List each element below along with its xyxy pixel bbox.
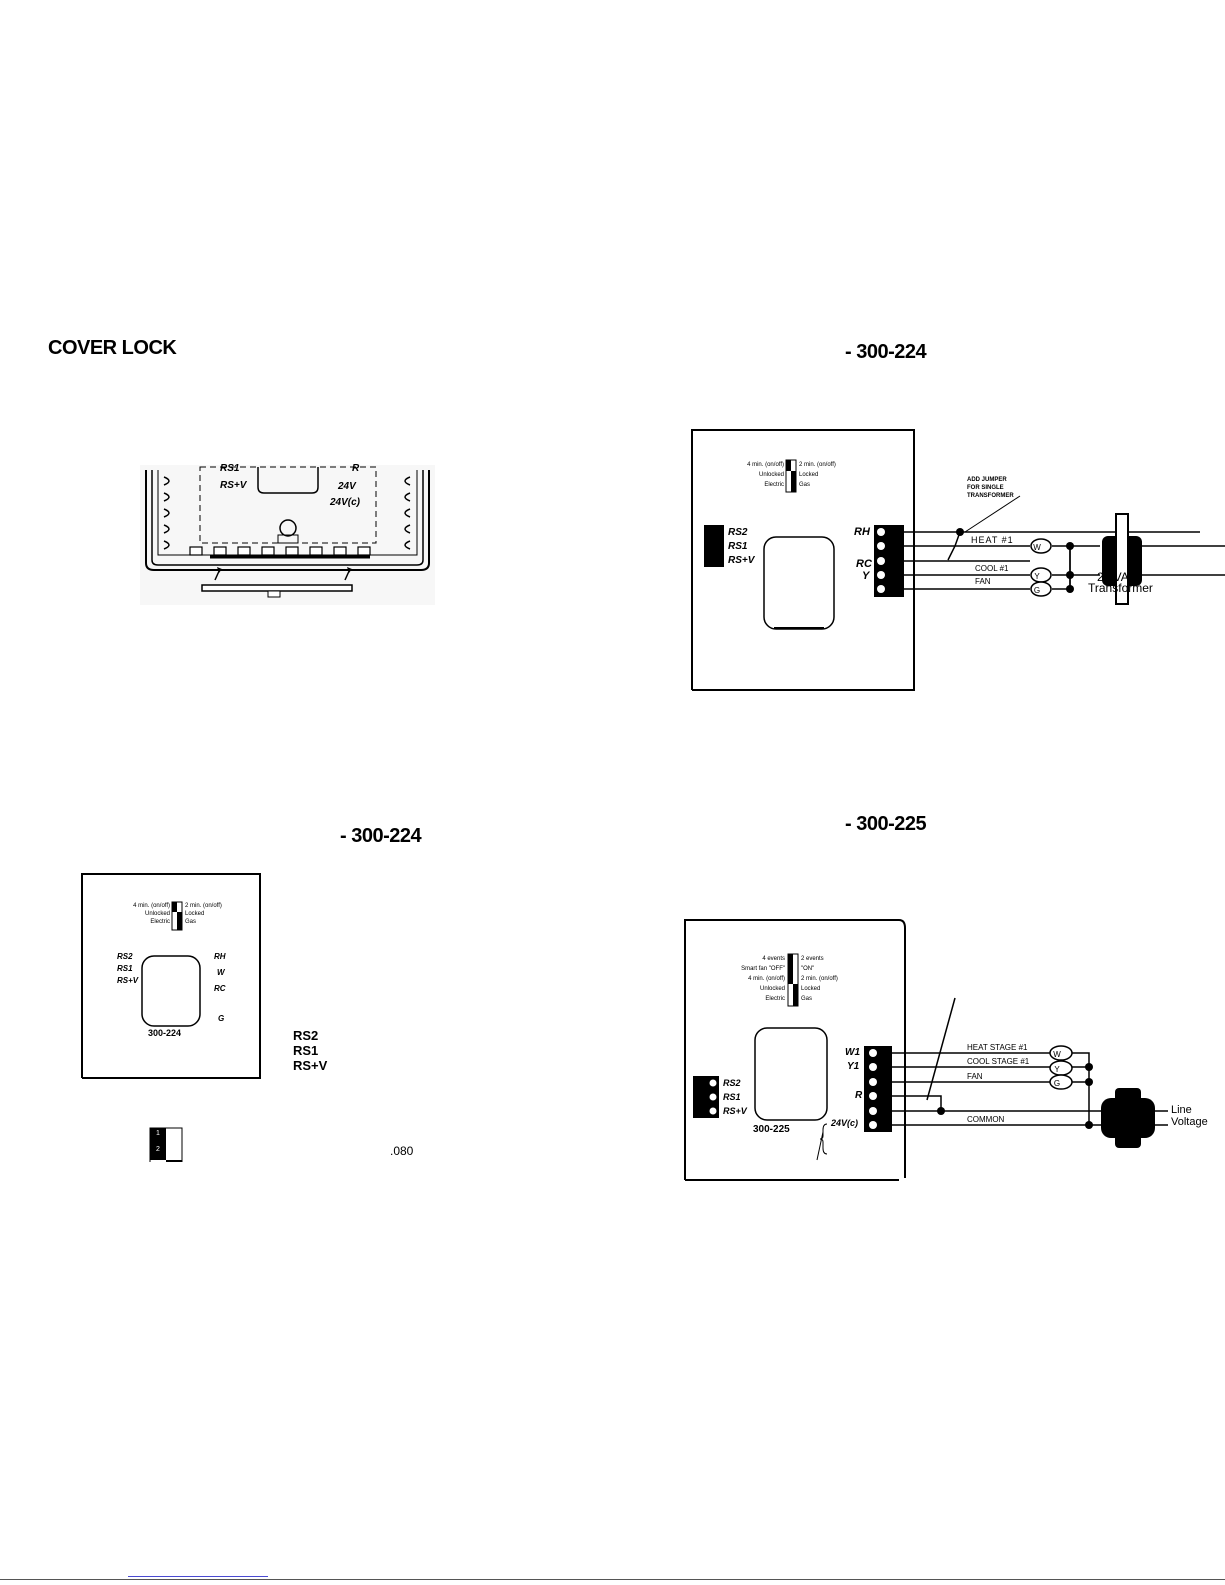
t225-24vc: 24V(c): [831, 1118, 859, 1128]
t225-y1: Y1: [847, 1061, 860, 1072]
wire225-common: COMMON: [967, 1115, 1005, 1124]
footer-link-underline: [128, 1576, 268, 1577]
t225-rs2: RS2: [723, 1078, 741, 1088]
dimension-label: .080: [390, 1144, 414, 1158]
dip-left-3: Electric: [764, 482, 784, 488]
wire225-heat: HEAT STAGE #1: [967, 1043, 1028, 1052]
dip225-right-5: Gas: [801, 996, 813, 1002]
load-w-224: W: [1033, 543, 1041, 552]
unit-dip-left-3: Electric: [150, 919, 170, 925]
wiring-225-drawing: W Y G: [684, 919, 1168, 1181]
model-225-label: 300-225: [753, 1124, 790, 1135]
unit-terminal-w: W: [217, 968, 225, 977]
dip225-right-2: "ON": [801, 966, 815, 972]
heading-model-225: - 300-225: [845, 813, 927, 835]
terminal-y: Y: [862, 570, 870, 582]
t225-w1: W1: [845, 1047, 860, 1058]
transformer-24vac: 24 VAC: [1097, 570, 1138, 584]
wire225-fan: FAN: [967, 1072, 983, 1081]
terminal-rsv: RS+V: [728, 555, 755, 566]
dip-left-1: 4 min. (on/off): [747, 462, 784, 468]
jumper-note-1: ADD JUMPER: [967, 477, 1007, 483]
load-y-225: Y: [1054, 1065, 1060, 1074]
jumper-note-2: FOR SINGLE: [967, 485, 1004, 491]
terminal-rc: RC: [856, 558, 872, 570]
wiring-224-drawing: W Y G: [691, 429, 1225, 691]
terminal-rs2: RS2: [728, 527, 748, 538]
line-voltage-2: Voltage: [1171, 1116, 1208, 1128]
dip225-left-3: 4 min. (on/off): [748, 976, 785, 982]
legend-rs1: RS1: [293, 1043, 319, 1058]
unit-terminal-rh: RH: [214, 952, 226, 961]
dip225-left-4: Unlocked: [759, 986, 785, 992]
dip-number-3: 3: [172, 1162, 176, 1169]
cover-lock-label-24vc: 24V(c): [330, 497, 361, 508]
dip225-right-4: Locked: [801, 986, 821, 992]
wire-heat-1: HEAT #1: [971, 535, 1014, 545]
dip225-left-5: Electric: [765, 996, 785, 1002]
unit-terminal-g: G: [218, 1014, 225, 1023]
dip225-right-3: 2 min. (on/off): [801, 976, 838, 982]
wire-cool-1: COOL #1: [975, 564, 1009, 573]
dip-right-1: 2 min. (on/off): [799, 462, 836, 468]
unit-terminal-rsv: RS+V: [117, 976, 139, 985]
heading-cover-lock: COVER LOCK: [48, 337, 177, 359]
heading-model-224-left: - 300-224: [340, 825, 422, 847]
cover-lock-label-r: R: [352, 463, 360, 474]
load-w-225: W: [1053, 1050, 1061, 1059]
unit-224-diagram: 4 min. (on/off) Unlocked Electric 2 min.…: [80, 872, 440, 1177]
jumper-note-3: TRANSFORMER: [967, 493, 1014, 499]
load-g-225: G: [1054, 1079, 1060, 1088]
cover-lock-label-rs1: RS1: [220, 463, 240, 474]
dip-number-2: 2: [156, 1146, 160, 1153]
t225-rs1: RS1: [723, 1092, 741, 1102]
footer-rule: [0, 1579, 1225, 1580]
transformer-label: Transformer: [1088, 581, 1153, 595]
unit-dip-right-3: Gas: [185, 919, 197, 925]
dip-right-3: Gas: [799, 482, 811, 488]
unit-dip-left-2: Unlocked: [144, 911, 170, 917]
cover-lock-label-rsv: RS+V: [220, 480, 247, 491]
legend-rsv: RS+V: [293, 1058, 328, 1073]
cover-lock-drawing: [140, 465, 435, 605]
dip225-right-1: 2 events: [801, 956, 824, 962]
unit-224-drawing: [81, 873, 261, 1177]
load-g-224: G: [1034, 586, 1040, 595]
heading-model-224-top: - 300-224: [845, 341, 927, 363]
dip-right-2: Locked: [799, 472, 819, 478]
unit-terminal-rc: RC: [214, 984, 226, 993]
unit-terminal-rs1: RS1: [117, 964, 133, 973]
terminal-rh: RH: [854, 526, 870, 538]
wire-fan: FAN: [975, 577, 991, 586]
wiring-diagram-225: W Y G 4 events Smart fan "OFF" 4 min. (o…: [683, 918, 1225, 1188]
t225-rsv: RS+V: [723, 1106, 747, 1116]
line-voltage-1: Line: [1171, 1104, 1192, 1116]
terminal-rs1: RS1: [728, 541, 748, 552]
unit-terminal-rs2: RS2: [117, 952, 133, 961]
unit-dip-left-1: 4 min. (on/off): [133, 903, 170, 909]
dip225-left-1: 4 events: [762, 956, 785, 962]
dip-number-1: 1: [156, 1130, 160, 1137]
unit-dip-right-2: Locked: [185, 911, 205, 917]
unit-dip-right-1: 2 min. (on/off): [185, 903, 222, 909]
cover-lock-diagram: RS1 RS+V R 24V 24V(c): [140, 463, 435, 605]
unit-model-label: 300-224: [148, 1028, 182, 1038]
dip-left-2: Unlocked: [758, 472, 784, 478]
load-y-224: Y: [1034, 572, 1040, 581]
dip225-left-2: Smart fan "OFF": [741, 966, 785, 972]
t225-r: R: [855, 1090, 863, 1101]
wiring-diagram-224: W Y G 4 min. (on/off) Unlocked Electric …: [690, 428, 1225, 693]
legend-rs2: RS2: [293, 1028, 319, 1043]
cover-lock-label-24v: 24V: [338, 481, 356, 492]
wire225-cool: COOL STAGE #1: [967, 1057, 1030, 1066]
